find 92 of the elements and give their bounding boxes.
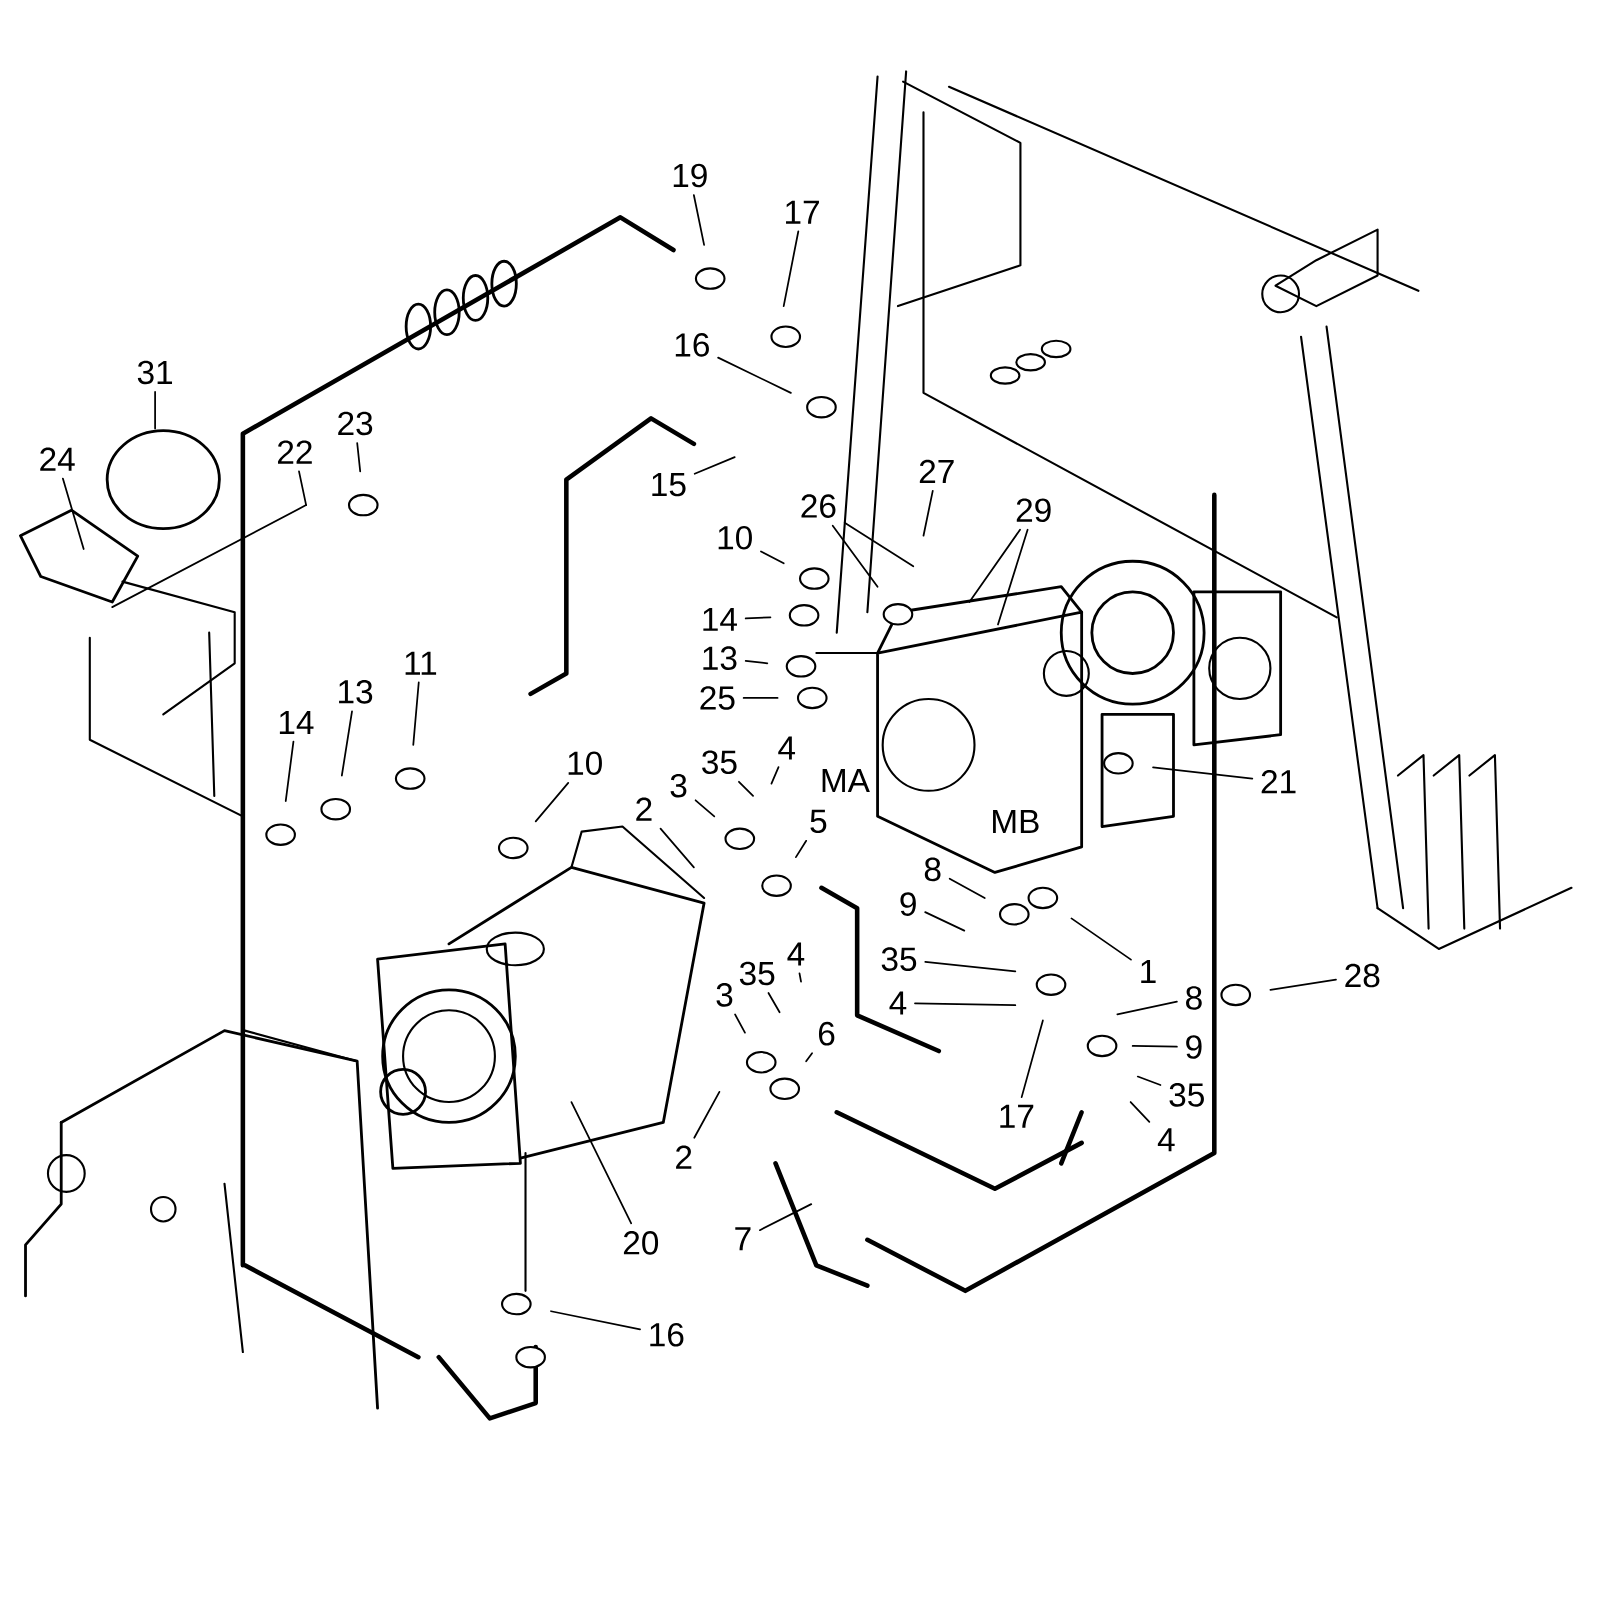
- leader-line: [1116, 1000, 1178, 1016]
- callout-number: 3: [716, 983, 733, 1007]
- leader-line: [738, 780, 754, 797]
- callout-number: 6: [818, 1021, 835, 1046]
- leader-line: [1269, 978, 1337, 991]
- callout-number: 17: [1000, 1104, 1034, 1128]
- leader-line: [795, 839, 808, 859]
- leader-line: [62, 477, 85, 550]
- callout-number: 5: [810, 809, 827, 834]
- callout-number: 27: [919, 459, 954, 484]
- callout-number: 26: [801, 494, 836, 518]
- callout-number: 4: [778, 736, 796, 760]
- leader-line: [805, 1052, 813, 1063]
- leader-line: [1129, 1101, 1151, 1123]
- leader-line: [284, 740, 295, 802]
- callout-number: 8: [924, 857, 941, 882]
- leader-line: [412, 681, 420, 746]
- callout-number: 13: [703, 646, 737, 670]
- leader-line: [1131, 1045, 1178, 1048]
- leader-line: [340, 710, 353, 777]
- callout-number: 13: [339, 680, 373, 704]
- callout-number: 7: [735, 1227, 751, 1251]
- leader-line: [356, 442, 362, 473]
- callout-number: 21: [1261, 770, 1296, 794]
- callout-number: 16: [675, 333, 709, 357]
- callout-number: 9: [900, 892, 916, 916]
- callout-number: 11: [405, 651, 437, 675]
- leader-line: [922, 489, 934, 537]
- callout-number: 9: [1186, 1035, 1202, 1059]
- leader-line: [798, 972, 802, 983]
- callout-number: 4: [1157, 1128, 1175, 1152]
- leader-line: [1020, 1019, 1044, 1098]
- leader-line: [997, 528, 1029, 626]
- leader-line: [843, 521, 915, 568]
- leader-line: [924, 961, 1017, 973]
- callout-number: 2: [676, 1145, 692, 1169]
- leader-line: [1152, 766, 1254, 780]
- callout-number: 35: [739, 961, 775, 986]
- leader-line: [782, 230, 800, 307]
- callout-number: 10: [568, 751, 602, 776]
- leader-line: [734, 1013, 746, 1034]
- leader-line: [744, 660, 769, 665]
- leader-line: [770, 766, 780, 785]
- leader-line: [968, 528, 1021, 603]
- callout-number: 25: [700, 686, 735, 710]
- callout-number: 1: [1141, 959, 1156, 983]
- callout-number: 15: [652, 473, 686, 497]
- leader-line: [831, 524, 879, 588]
- callout-number: 24: [40, 447, 75, 471]
- callout-number: 16: [650, 1322, 684, 1347]
- leader-line: [1136, 1075, 1162, 1086]
- callout-number: 20: [623, 1231, 659, 1255]
- callout-number: 3: [670, 773, 687, 798]
- callout-number: 28: [1345, 963, 1380, 988]
- callout-number: 35: [1169, 1083, 1204, 1107]
- leader-line: [760, 550, 785, 565]
- leader-line: [298, 470, 307, 506]
- callout-number: 31: [137, 360, 172, 385]
- leader-line: [759, 1203, 813, 1232]
- callout-number: 14: [703, 607, 737, 631]
- leader-line: [924, 911, 966, 932]
- callout-number: 35: [702, 750, 737, 775]
- leader-line: [694, 799, 716, 818]
- callout-number: 8: [1186, 986, 1202, 1010]
- callout-number: 19: [673, 163, 707, 188]
- leader-line: [659, 827, 695, 869]
- leader-line: [692, 194, 705, 246]
- leader-line: [1070, 917, 1132, 961]
- callout-number: 4: [787, 942, 805, 966]
- leader-line: [742, 697, 779, 699]
- port-label: MA: [822, 769, 870, 793]
- leader-line: [570, 1101, 633, 1225]
- leader-line: [717, 356, 792, 394]
- leader-line: [948, 877, 986, 899]
- leader-line: [693, 1090, 721, 1139]
- leader-line: [154, 391, 156, 430]
- callout-number: 14: [279, 710, 314, 734]
- callout-number: 23: [338, 411, 373, 436]
- callout-number: 4: [889, 991, 907, 1015]
- callout-number: 35: [881, 947, 917, 971]
- leader-line: [693, 456, 736, 475]
- callout-number: 17: [786, 200, 819, 224]
- callout-number: 2: [636, 797, 652, 821]
- callout-number: 22: [278, 440, 312, 464]
- leader-line: [534, 781, 570, 823]
- leader-line: [550, 1310, 641, 1331]
- leader-line: [767, 992, 781, 1014]
- leader-line: [914, 1002, 1017, 1006]
- callout-number: 29: [1016, 498, 1051, 523]
- port-label: MB: [993, 809, 1039, 833]
- callout-number: 10: [718, 525, 752, 550]
- leader-line: [744, 616, 772, 620]
